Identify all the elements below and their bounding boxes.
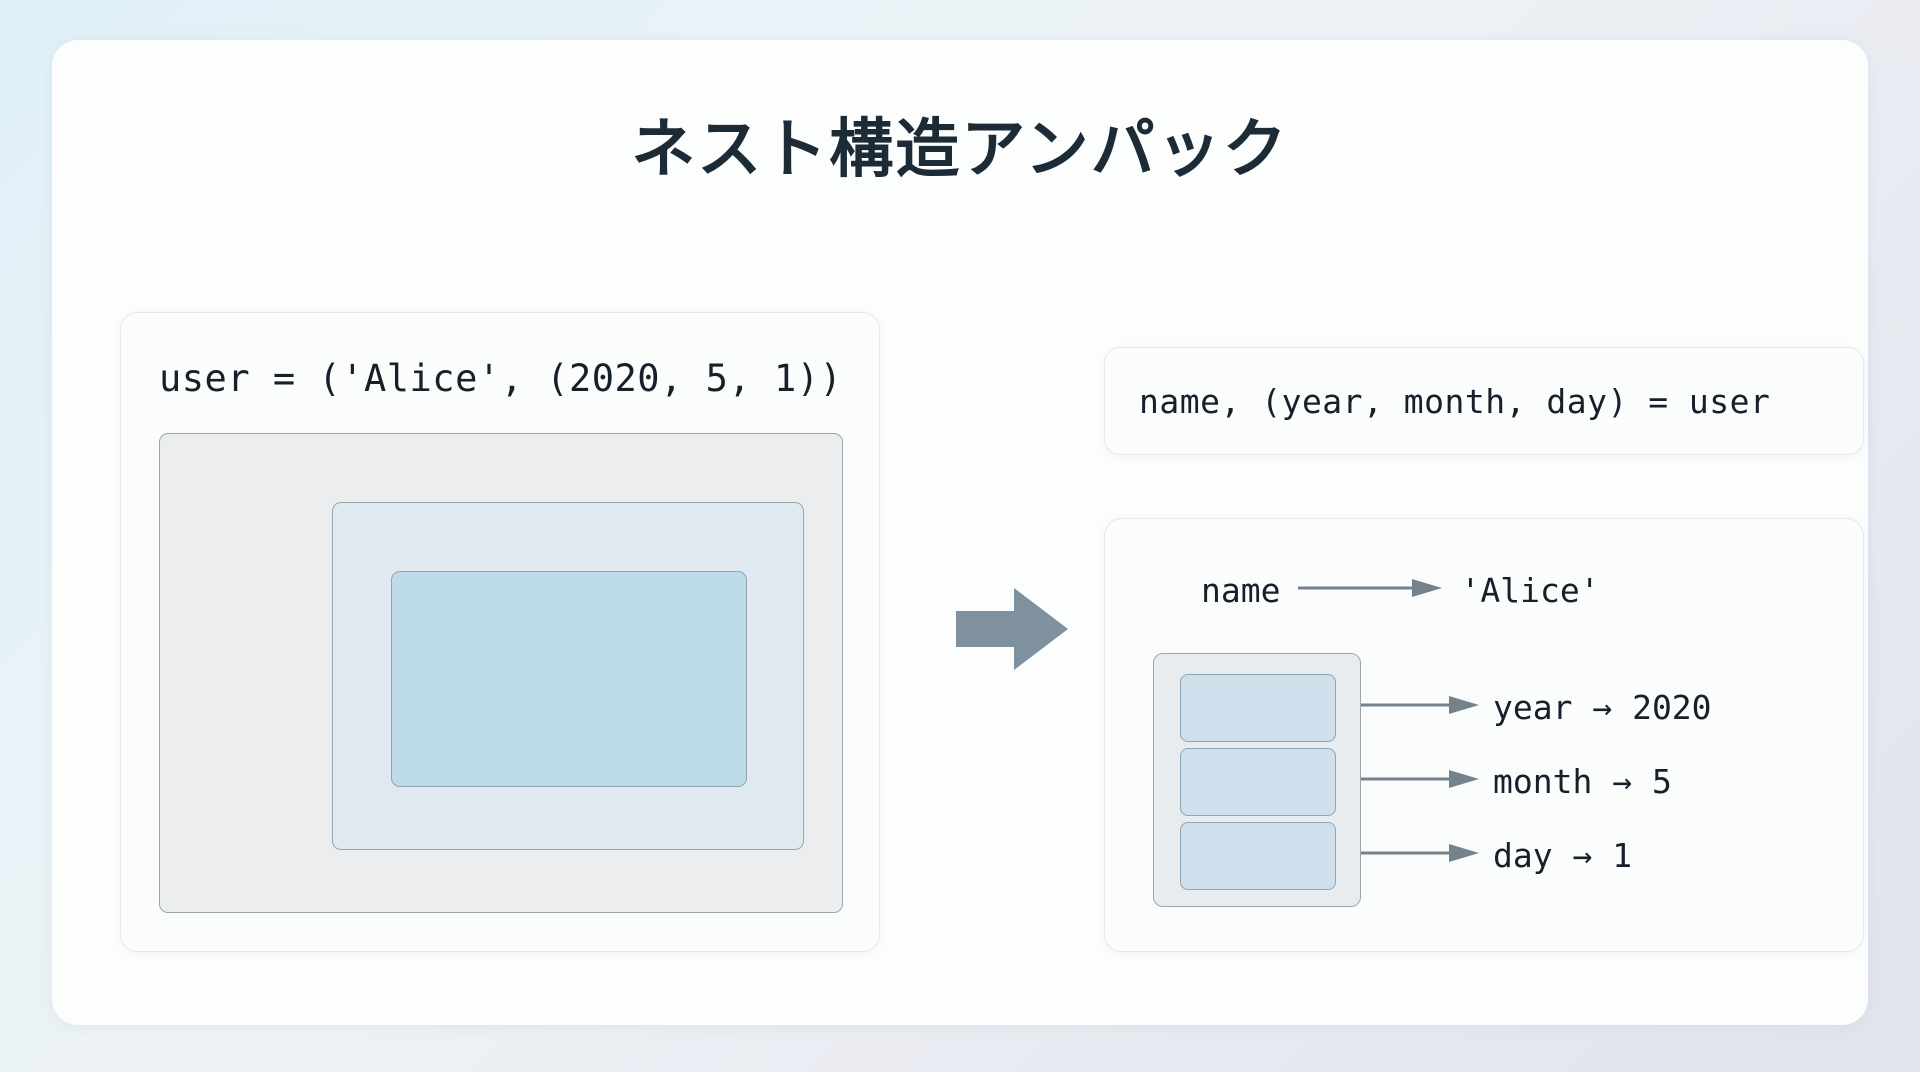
field-row-month: month → 5 bbox=[1361, 747, 1672, 815]
middle-tuple-box bbox=[332, 502, 804, 850]
slide-card: ネスト構造アンパック user = ('Alice', (2020, 5, 1)… bbox=[52, 40, 1868, 1025]
field-row-year: year → 2020 bbox=[1361, 673, 1712, 741]
source-structure-panel: user = ('Alice', (2020, 5, 1)) bbox=[120, 312, 880, 952]
long-arrow-icon bbox=[1298, 577, 1443, 604]
tuple-slot-day bbox=[1180, 822, 1336, 890]
field-row-day: day → 1 bbox=[1361, 821, 1632, 889]
short-arrow-icon bbox=[1361, 694, 1479, 721]
outer-tuple-box bbox=[159, 433, 843, 913]
short-arrow-icon bbox=[1361, 842, 1479, 869]
tuple-slot-year bbox=[1180, 674, 1336, 742]
name-value: 'Alice' bbox=[1460, 571, 1600, 610]
field-text-month: month → 5 bbox=[1493, 761, 1672, 801]
inner-tuple-box bbox=[391, 571, 747, 787]
source-code-line: user = ('Alice', (2020, 5, 1)) bbox=[159, 357, 843, 400]
name-variable-label: name bbox=[1201, 571, 1281, 610]
short-arrow-icon bbox=[1361, 768, 1479, 795]
name-binding-row: name 'Alice' bbox=[1201, 571, 1600, 610]
unpack-code-line: name, (year, month, day) = user bbox=[1139, 381, 1771, 421]
field-text-day: day → 1 bbox=[1493, 835, 1633, 875]
page-title: ネスト構造アンパック bbox=[631, 113, 1289, 187]
tuple-slot-month bbox=[1180, 748, 1336, 816]
unpack-result-panel: name 'Alice' year → 2020 bbox=[1104, 518, 1864, 952]
unpack-code-card: name, (year, month, day) = user bbox=[1104, 347, 1864, 455]
inner-tuple-container bbox=[1153, 653, 1361, 907]
right-block-arrow-icon bbox=[956, 586, 1068, 672]
field-text-year: year → 2020 bbox=[1493, 687, 1712, 727]
